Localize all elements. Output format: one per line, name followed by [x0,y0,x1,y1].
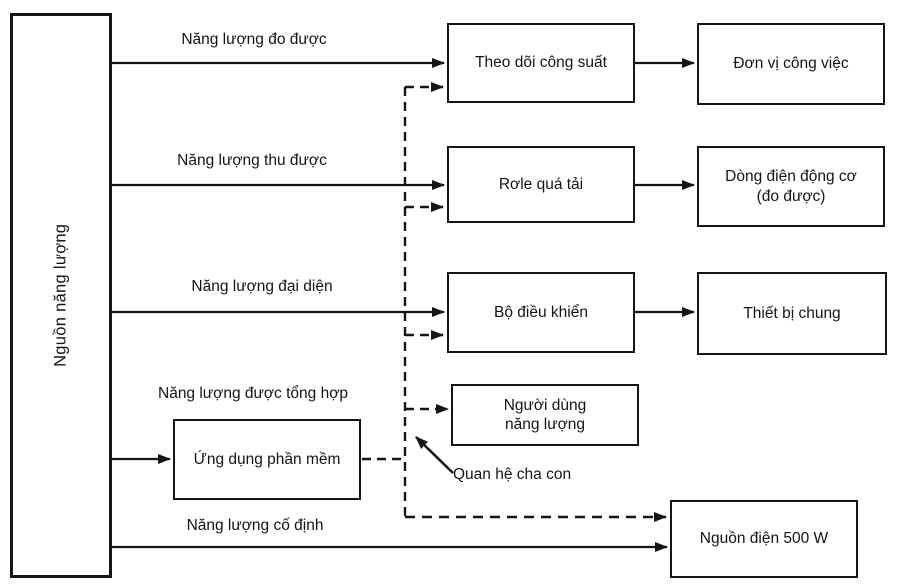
node-energy-source-label: Nguồn năng lượng [51,223,70,368]
node-software-app: Ứng dụng phần mềm [173,419,361,500]
node-controller: Bộ điều khiển [447,272,635,353]
node-energy-user-label-line2: năng lượng [504,416,585,433]
node-energy-user: Người dùng năng lượng [451,384,639,446]
flow-label-aggregated-energy: Năng lượng được tổng hợp [158,385,348,402]
annotation-pointer-arrow [415,436,454,474]
node-controller-label: Bộ điều khiển [494,303,588,321]
node-overload-relay: Rơle quá tải [447,146,635,223]
node-motor-current-label-line2: (đo được) [756,187,826,205]
node-work-unit: Đơn vị công việc [697,23,885,105]
node-power-source-500w-label: Nguồn điện 500 W [699,530,829,548]
flow-label-fixed-energy: Năng lượng cố định [186,517,324,534]
node-motor-current-label-line1: Dòng điện động cơ [725,168,857,186]
flow-label-represented-energy: Năng lượng đại diện [191,278,333,295]
node-energy-source: Nguồn năng lượng [10,13,112,578]
annotation-parent-child: Quan hệ cha con [453,466,572,483]
node-motor-current: Dòng điện động cơ (đo được) [697,146,885,227]
node-power-monitor: Theo dõi công suất [447,23,635,103]
node-power-monitor-label: Theo dõi công suất [475,54,607,72]
node-generic-device-label: Thiết bị chung [743,304,841,322]
node-software-app-label: Ứng dụng phần mềm [193,450,341,468]
flow-label-measured-energy: Năng lượng đo được [181,31,327,48]
flow-label-obtained-energy: Năng lượng thu được [177,152,327,169]
node-energy-user-label-line1: Người dùng [503,396,587,414]
node-work-unit-label: Đơn vị công việc [733,55,849,73]
node-power-source-500w: Nguồn điện 500 W [670,500,858,578]
node-generic-device: Thiết bị chung [697,272,887,355]
node-overload-relay-label: Rơle quá tải [498,175,584,193]
